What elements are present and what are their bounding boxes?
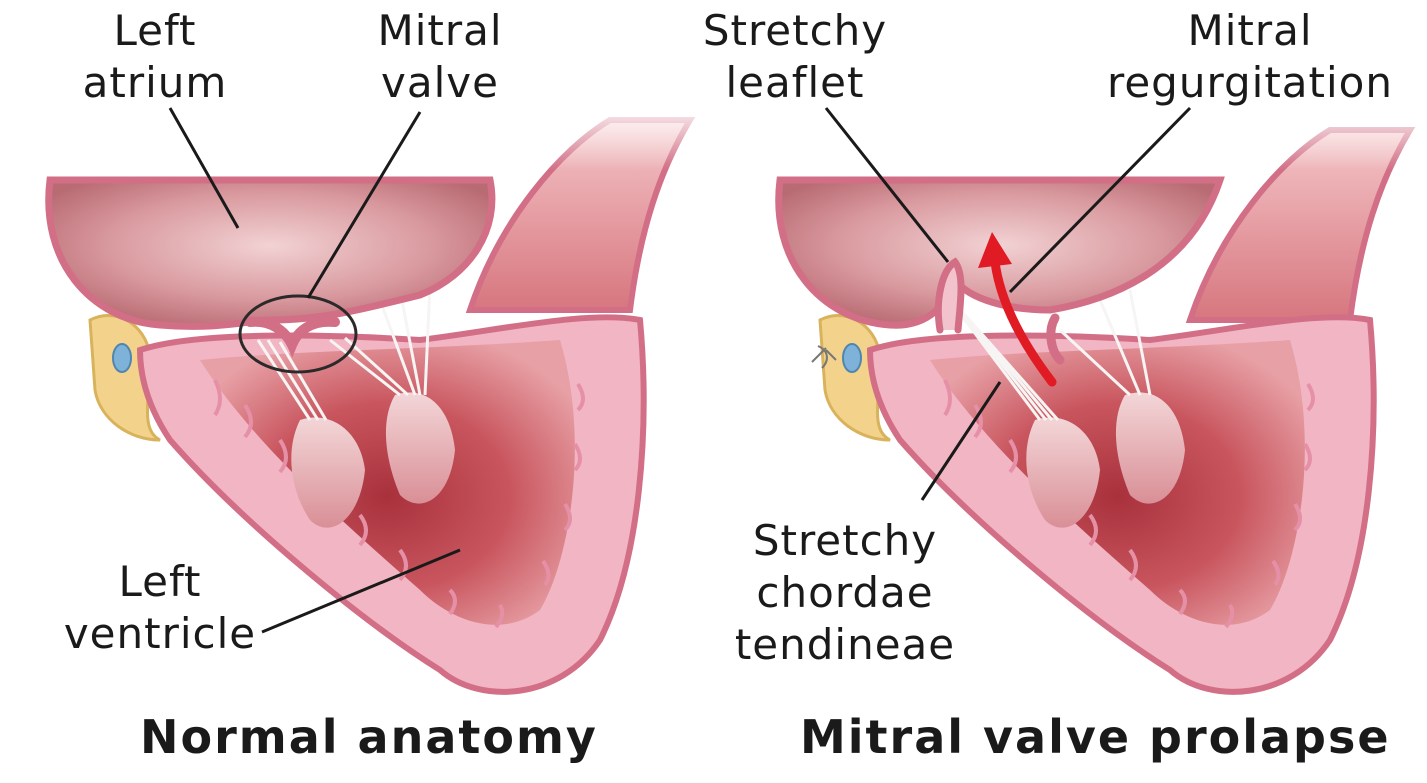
coronary-vessel-left (113, 344, 131, 372)
label-mitral-regurgitation-line1: Mitral (1080, 5, 1420, 57)
label-left-ventricle: Left ventricle (50, 556, 270, 660)
coronary-vessel-right (843, 344, 861, 372)
label-left-ventricle-line1: Left (50, 556, 270, 608)
label-stretchy-chordae-line3: tendineae (705, 619, 985, 671)
label-mitral-regurgitation: Mitral regurgitation (1080, 5, 1420, 109)
label-stretchy-chordae-line1: Stretchy (705, 515, 985, 567)
caption-mitral-valve-prolapse: Mitral valve prolapse (800, 710, 1391, 764)
label-mitral-valve: Mitral valve (330, 5, 550, 109)
label-left-atrium-line1: Left (40, 5, 270, 57)
label-stretchy-chordae: Stretchy chordae tendineae (705, 515, 985, 671)
label-stretchy-chordae-line2: chordae (705, 567, 985, 619)
label-left-atrium-line2: atrium (40, 57, 270, 109)
label-mitral-valve-line2: valve (330, 57, 550, 109)
left-atrium-chamber (49, 180, 492, 326)
label-mitral-regurgitation-line2: regurgitation (1080, 57, 1420, 109)
label-stretchy-leaflet: Stretchy leaflet (665, 5, 925, 109)
label-left-ventricle-line2: ventricle (50, 608, 270, 660)
label-stretchy-leaflet-line1: Stretchy (665, 5, 925, 57)
label-mitral-valve-line1: Mitral (330, 5, 550, 57)
caption-normal-anatomy: Normal anatomy (140, 710, 598, 764)
label-stretchy-leaflet-line2: leaflet (665, 57, 925, 109)
label-left-atrium: Left atrium (40, 5, 270, 109)
